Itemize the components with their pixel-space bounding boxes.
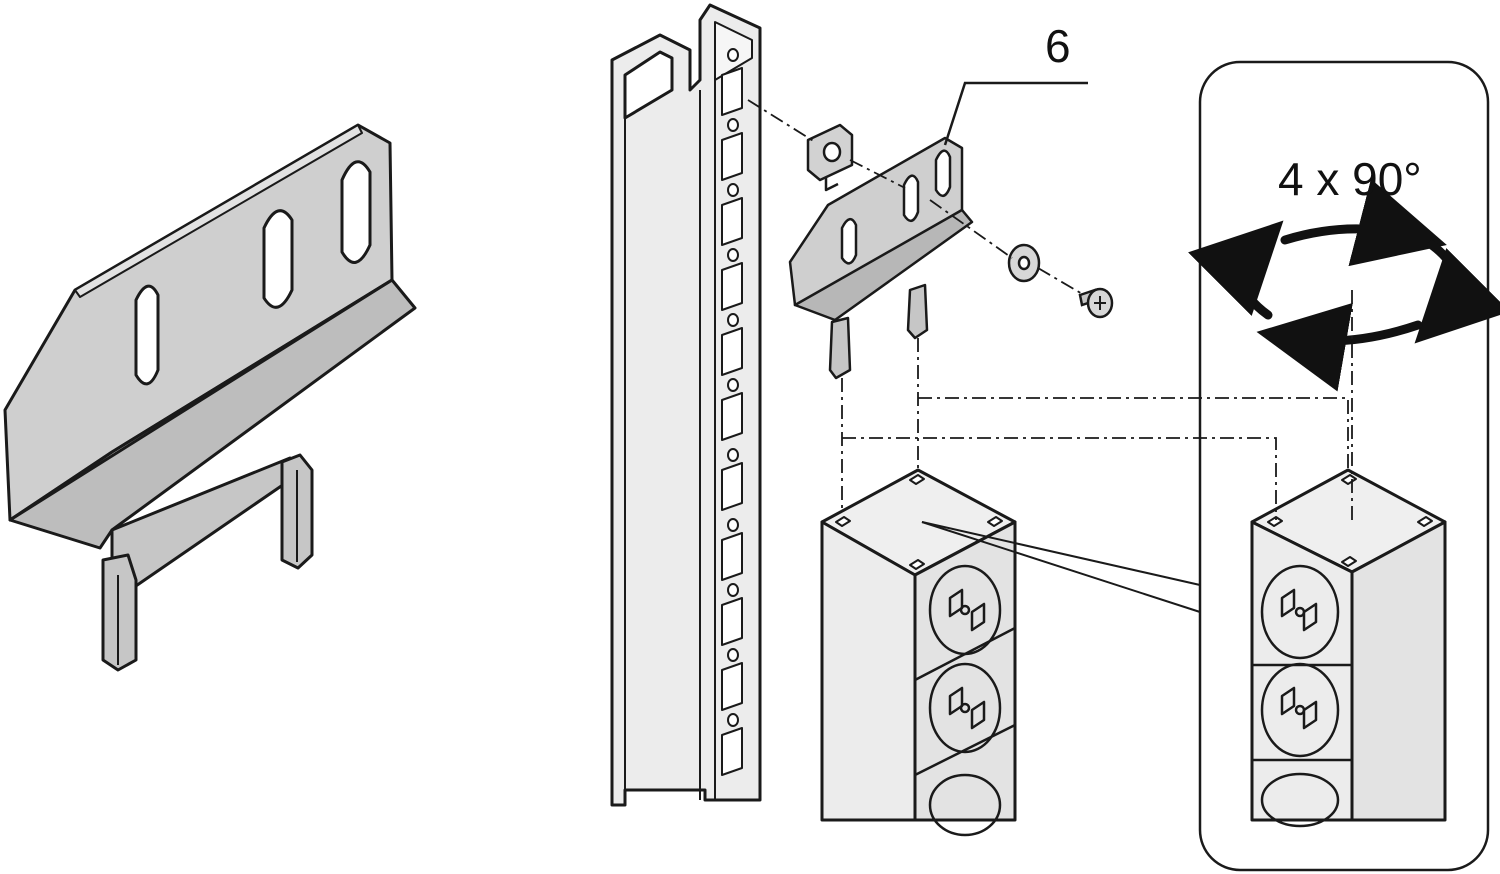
socket-strip-center bbox=[820, 468, 1017, 837]
bracket-part-6 bbox=[788, 136, 974, 380]
socket-strip-rotated bbox=[1250, 468, 1447, 828]
callout-leader bbox=[943, 81, 1088, 146]
rack-profile-rail bbox=[610, 3, 762, 807]
screw bbox=[1078, 287, 1114, 319]
alignment-lines bbox=[747, 99, 1353, 520]
rotation-arrows bbox=[1187, 178, 1500, 392]
callout-label-6: 6 bbox=[1045, 20, 1071, 72]
washer bbox=[1007, 243, 1041, 283]
detail-leader-lines bbox=[921, 521, 1201, 613]
rotation-label: 4 x 90° bbox=[1278, 153, 1422, 205]
cage-nut bbox=[806, 123, 854, 192]
bracket-detail-large bbox=[3, 123, 417, 672]
